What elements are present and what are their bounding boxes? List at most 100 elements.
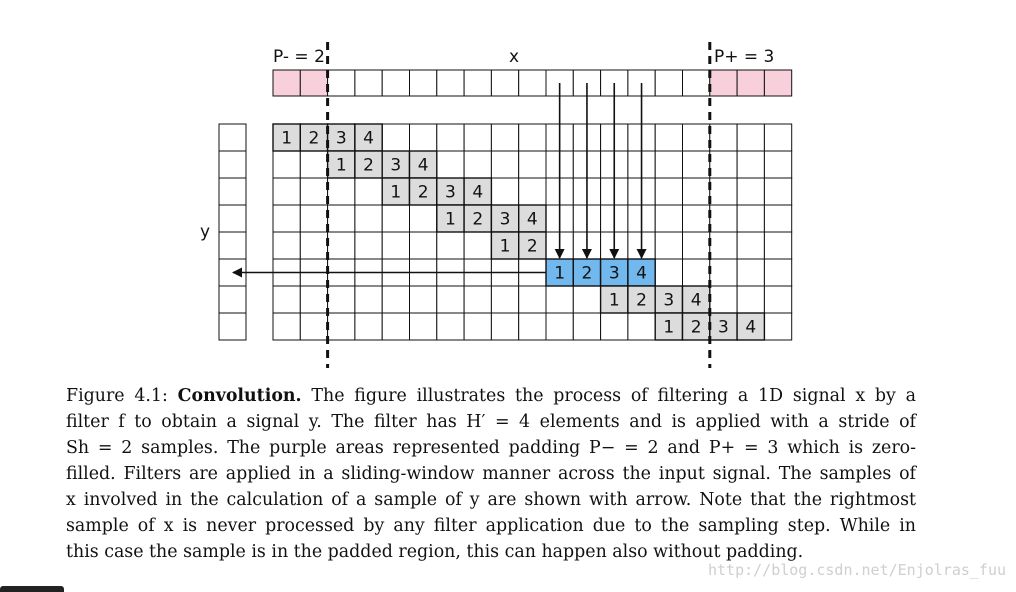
y-label: y [200,222,210,242]
grid-cell [299,204,329,233]
grid-cell [327,231,356,260]
filter-weight-index: 1 [281,129,292,149]
corner-tab [0,586,64,592]
arrows [232,83,647,278]
grid-cell [409,231,438,260]
filter-weight-index: 4 [527,210,538,230]
filter-weight-index: 2 [636,291,647,311]
grid-cell [654,204,684,233]
grid-cell [272,150,301,179]
x-cell [490,69,520,97]
grid-cell [545,285,574,314]
grid-cell [436,123,465,152]
filter-weight-index: 2 [527,237,538,257]
filter-weight-index: 4 [472,183,483,203]
grid-cell [436,231,465,260]
x-cell [436,69,465,97]
filter-cell [736,312,766,341]
x-cell [654,69,684,97]
grid-cell [490,177,520,206]
grid-cell [463,285,492,314]
grid-cell [381,231,411,260]
grid-cell [490,123,520,152]
x-signal-row [272,69,793,97]
grid-cell [354,204,383,233]
grid-cell [736,285,765,314]
filter-weight-index: 2 [582,264,593,284]
grid-cell [518,177,547,206]
highlighted-filter-cell [599,258,629,287]
grid-cell [463,123,492,152]
filter-cell [681,312,711,341]
filter-cell [436,204,465,233]
caption-line-1: Figure 4.1: Convolution. The figure illu… [66,383,916,409]
filter-cell [681,285,711,314]
grid-cell [736,231,765,260]
grid-cell [763,123,793,152]
grid-cell [763,285,793,314]
grid-cell [272,177,301,206]
grid-cell [763,312,793,341]
grid-cell [409,123,438,152]
filter-cell [709,312,738,341]
filter-cell [326,123,356,152]
grid-cell [327,177,356,206]
padding-cell [736,69,765,97]
grid-cell [682,123,711,152]
filter-weight-index: 3 [445,183,456,203]
filter-weight-index: 1 [445,210,456,230]
grid-cell [299,285,329,314]
filter-weight-index: 4 [691,291,702,311]
grid-cell [736,177,765,206]
grid-cell [490,285,520,314]
grid-cell [354,177,383,206]
filter-cell [408,177,438,206]
x-cell [354,69,383,97]
grid-cell [463,312,492,341]
y-cell [218,123,247,152]
grid-cell [299,231,329,260]
grid-cell [654,258,684,287]
grid-cell [709,123,738,152]
filter-weight-index: 3 [718,318,729,338]
grid-cell [709,258,738,287]
x-cell [409,69,438,97]
x-cell [381,69,411,97]
filter-weight-index: 1 [663,318,674,338]
padding-cell [709,69,738,97]
grid-cell [654,123,684,152]
filter-cell [654,312,684,341]
grid-cell [409,312,438,341]
grid-cell [682,231,711,260]
filter-weight-index: 3 [336,129,347,149]
figure-caption: Figure 4.1: Convolution. The figure illu… [66,383,916,565]
grid-cell [763,231,793,260]
grid-cell [682,150,711,179]
grid-cell [736,150,765,179]
filter-cell [518,231,547,260]
filter-weight-index: 3 [500,210,511,230]
grid-cell [572,312,602,341]
grid-cell [709,231,738,260]
filter-weight-index: 3 [609,264,620,284]
grid-cell [463,231,492,260]
grid-cell [709,204,738,233]
filter-weight-index: 3 [663,291,674,311]
grid-cell [518,312,547,341]
grid-cell [763,258,793,287]
grid-cell [518,285,547,314]
padding-cell [763,69,793,97]
grid-cell [354,231,383,260]
y-cell [218,204,247,233]
grid-cell [654,177,684,206]
padding-cell [272,69,301,97]
grid-cell [299,150,329,179]
grid-cell [381,204,411,233]
grid-cell [381,123,411,152]
grid-cell [272,231,301,260]
y-signal-column [218,123,247,341]
grid-cell [299,177,329,206]
filter-cell [326,150,356,179]
grid-cell [763,177,793,206]
